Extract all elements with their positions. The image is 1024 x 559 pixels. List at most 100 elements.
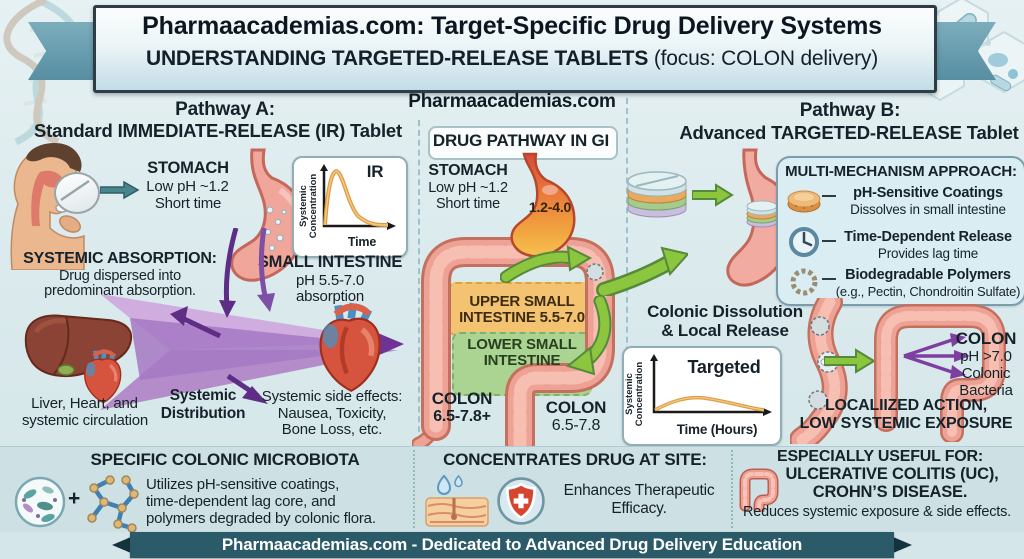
outcome-line2: LOW SYSTEMIC EXPOSURE bbox=[799, 415, 1013, 432]
connector-line bbox=[822, 195, 836, 197]
stomach-to-system-arrows bbox=[219, 228, 275, 318]
targeted-graph-label: Targeted bbox=[687, 357, 761, 377]
divider-a-gi bbox=[418, 120, 420, 442]
mechanism-item-1-title: pH-Sensitive Coatings bbox=[853, 185, 1003, 201]
ir-graph-xlabel: Time bbox=[347, 235, 377, 249]
microbiota-icon bbox=[14, 476, 66, 528]
stomach-a-label: STOMACH bbox=[147, 159, 229, 177]
colonic-dissolution-line2: & Local Release bbox=[661, 321, 789, 340]
microbiota-line1: Utilizes pH-sensitive coatings, bbox=[146, 476, 340, 493]
colonic-dissolution-line1: Colonic Dissolution bbox=[647, 302, 803, 321]
divider-gi-b bbox=[626, 98, 628, 442]
useful-for-line2: CROHN’S DISEASE. bbox=[812, 483, 968, 501]
organs-caption-line2: systemic circulation bbox=[21, 412, 149, 429]
footer-banner: Pharmaacademias.com - Dedicated to Advan… bbox=[130, 532, 894, 558]
targeted-graph-plot bbox=[650, 354, 772, 416]
colon-left-ph: 6.5-7.8+ bbox=[433, 408, 491, 425]
microbiota-line3: polymers degraded by colonic flora. bbox=[146, 510, 376, 527]
pathway-b-subtitle: Advanced TARGETED-RELEASE Tablet bbox=[679, 122, 1019, 143]
targeted-graph-ylabel: Systemic Concentration bbox=[624, 361, 646, 427]
mechanism-item-2-title: Time-Dependent Release bbox=[844, 229, 1012, 245]
distribution-line2: Distribution bbox=[160, 405, 246, 422]
purple-release-arrows bbox=[903, 333, 970, 379]
concentrates-line1: Enhances Therapeutic bbox=[563, 482, 715, 499]
mechanism-heading: MULTI-MECHANISM APPROACH: bbox=[785, 163, 1017, 180]
ir-graph-plot bbox=[320, 164, 396, 230]
useful-for-line1: ULCERATIVE COLITIS (UC), bbox=[785, 465, 999, 483]
colon-b-line2: Colonic bbox=[961, 365, 1011, 382]
small-intestine-absorption: absorption bbox=[295, 288, 365, 305]
footer-divider-1 bbox=[413, 450, 415, 528]
multi-mechanism-panel: MULTI-MECHANISM APPROACH: pH-Sensitive C… bbox=[776, 156, 1024, 306]
arrow-exit-to-pathway-b bbox=[596, 246, 688, 296]
ir-tablet-score-line bbox=[60, 179, 90, 202]
ir-graph-label: IR bbox=[366, 162, 384, 181]
systemic-distribution-fan-arrows bbox=[100, 294, 404, 410]
skin-droplets-icon bbox=[425, 474, 489, 527]
colon-local-release-illustration bbox=[874, 304, 1006, 442]
gi-stomach-label: STOMACH bbox=[428, 162, 508, 179]
colon-small-icon bbox=[739, 468, 779, 512]
arrow-si-descending bbox=[565, 296, 612, 376]
lower-si-line2: INTESTINE bbox=[483, 352, 561, 369]
side-effects-line3: Bone Loss, etc. bbox=[281, 421, 383, 438]
mechanism-item-3-desc: (e.g., Pectin, Chondroitin Sulfate) bbox=[835, 284, 1021, 299]
tablet-in-colon-dot bbox=[586, 263, 604, 281]
heart-small-illustration bbox=[83, 349, 122, 404]
outcome-line1: LOCALIIZED ACTION, bbox=[824, 397, 988, 414]
colon-b-label: COLON bbox=[955, 329, 1017, 348]
footer-divider-2 bbox=[731, 450, 733, 528]
mechanism-item-3-title: Biodegradable Polymers bbox=[845, 267, 1011, 283]
gi-stomach-time: Short time bbox=[435, 196, 501, 212]
shield-protection-icon bbox=[497, 477, 545, 525]
polymer-chain-ring-icon bbox=[790, 268, 818, 296]
arrow-right-teal-icon bbox=[100, 180, 140, 200]
connector-line bbox=[822, 278, 836, 280]
targeted-graph-panel bbox=[622, 346, 782, 446]
arrow-to-colon-release bbox=[824, 348, 876, 374]
side-effects-line1: Systemic side effects: bbox=[261, 388, 403, 405]
organs-caption-line1: Liver, Heart, and bbox=[31, 395, 138, 412]
pathway-a-title: Pathway A: bbox=[175, 99, 275, 120]
stomach-a-time: Short time bbox=[154, 195, 222, 212]
colon-right-ph: 6.5-7.8 bbox=[551, 417, 601, 434]
watermark-brand: Pharmaacademias.com bbox=[408, 91, 616, 112]
systemic-absorption-heading: SYSTEMIC ABSORPTION: bbox=[23, 250, 217, 267]
mechanism-item-2-desc: Provides lag time bbox=[877, 246, 979, 261]
arrow-tablet-to-stomach bbox=[692, 183, 734, 207]
colon-b-ph: pH >7.0 bbox=[960, 348, 1012, 365]
ir-tablet-icon bbox=[54, 172, 100, 214]
concentrates-line2: Efficacy. bbox=[611, 500, 667, 517]
targeted-graph-xlabel: Time (Hours) bbox=[676, 422, 758, 437]
side-effects-line2: Nausea, Toxicity, bbox=[277, 405, 387, 422]
distribution-line1: Systemic bbox=[169, 387, 237, 404]
colon-segment-dissolving bbox=[790, 298, 848, 444]
lower-si-line1: LOWER SMALL bbox=[467, 336, 577, 353]
microbiota-line2: time-dependent lag core, and bbox=[146, 493, 336, 510]
subtitle-rest: (focus: COLON delivery) bbox=[648, 47, 878, 70]
small-intestine-heading: SMALL INTESTINE bbox=[257, 253, 403, 271]
clock-icon bbox=[789, 227, 819, 257]
gi-stomach-illustration bbox=[510, 152, 576, 258]
stomach-a-ph: Low pH ~1.2 bbox=[146, 178, 229, 195]
mechanism-item-1-desc: Dissolves in small intestine bbox=[850, 202, 1006, 217]
microbiota-heading: SPECIFIC COLONIC MICROBIOTA bbox=[90, 450, 360, 469]
small-intestine-ph: pH 5.5-7.0 bbox=[295, 272, 365, 289]
connector-line bbox=[822, 240, 836, 242]
ph-coating-tablet-icon bbox=[787, 190, 821, 213]
page-title: Pharmaacademias.com: Target-Specific Dru… bbox=[142, 12, 882, 40]
ir-graph-panel bbox=[292, 156, 408, 258]
concentrates-heading: CONCENTRATES DRUG AT SITE: bbox=[443, 450, 707, 469]
plus-sign: + bbox=[67, 487, 81, 510]
subtitle-bold: UNDERSTANDING TARGETED-RELEASE TABLETS bbox=[145, 47, 649, 70]
upper-si-line2: INTESTINE 5.5-7.0 bbox=[459, 309, 585, 326]
useful-for-note: Reduces systemic exposure & side effects… bbox=[743, 504, 1011, 520]
colon-b-line3: Bacteria bbox=[959, 382, 1013, 399]
polymer-molecule-icon bbox=[87, 475, 139, 532]
header-banner bbox=[93, 5, 937, 93]
useful-for-heading: ESPECIALLY USEFUL FOR: bbox=[776, 448, 983, 465]
colon-right-label: COLON bbox=[545, 398, 607, 417]
pathway-a-subtitle: Standard IMMEDIATE-RELEASE (IR) Tablet bbox=[34, 120, 402, 141]
layered-tablet-icon bbox=[627, 171, 687, 218]
